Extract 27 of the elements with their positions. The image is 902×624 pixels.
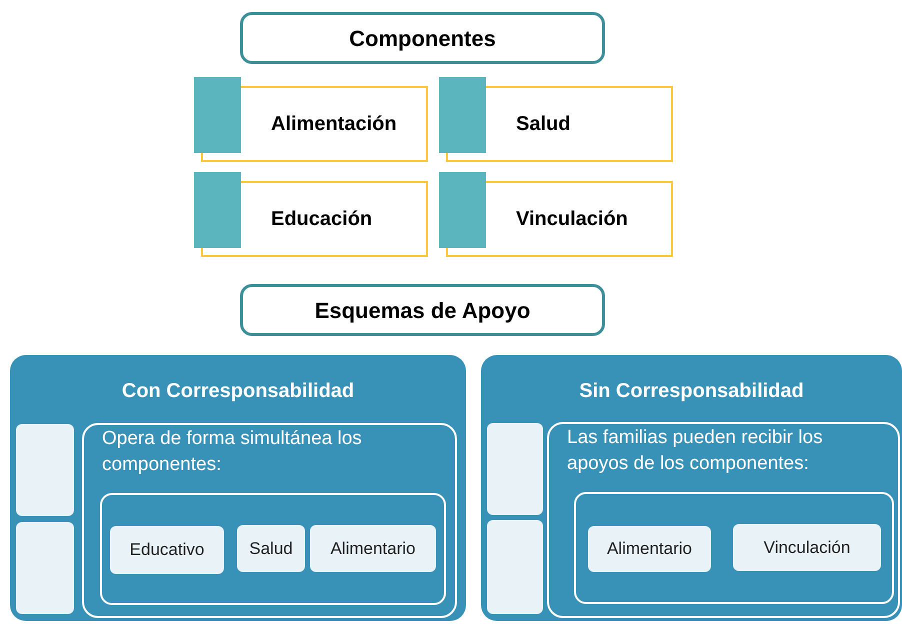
component-chip: Vinculación [733, 524, 881, 571]
component-chip: Alimentario [310, 525, 436, 572]
description-text: Opera de forma simultánea los componentes: [102, 427, 363, 477]
component-label: Educación [271, 207, 372, 232]
empty-box [16, 424, 74, 516]
component-chip: Alimentario [588, 526, 711, 572]
description-frame [547, 422, 900, 618]
header-text: Componentes [349, 24, 496, 53]
header-box [240, 284, 605, 336]
empty-box [487, 520, 543, 614]
component-label: Vinculación [516, 207, 628, 232]
inner-frame [574, 492, 894, 604]
component-chip: Educativo [110, 526, 224, 574]
component-label: Alimentación [271, 112, 397, 137]
scheme-panel [481, 355, 902, 621]
empty-box [16, 522, 74, 614]
panel-title: Sin Corresponsabilidad [578, 379, 805, 404]
empty-box [487, 423, 543, 515]
description-frame [82, 423, 457, 618]
header-box [240, 12, 605, 64]
scheme-panel [10, 355, 466, 621]
component-label: Salud [516, 112, 570, 137]
header-text: Esquemas de Apoyo [314, 296, 530, 325]
description-text: Las familias pueden recibir los apoyos de los componentes: [567, 426, 824, 476]
component-chip: Salud [237, 525, 305, 572]
inner-frame [100, 493, 446, 605]
panel-title: Con Corresponsabilidad [120, 379, 356, 404]
